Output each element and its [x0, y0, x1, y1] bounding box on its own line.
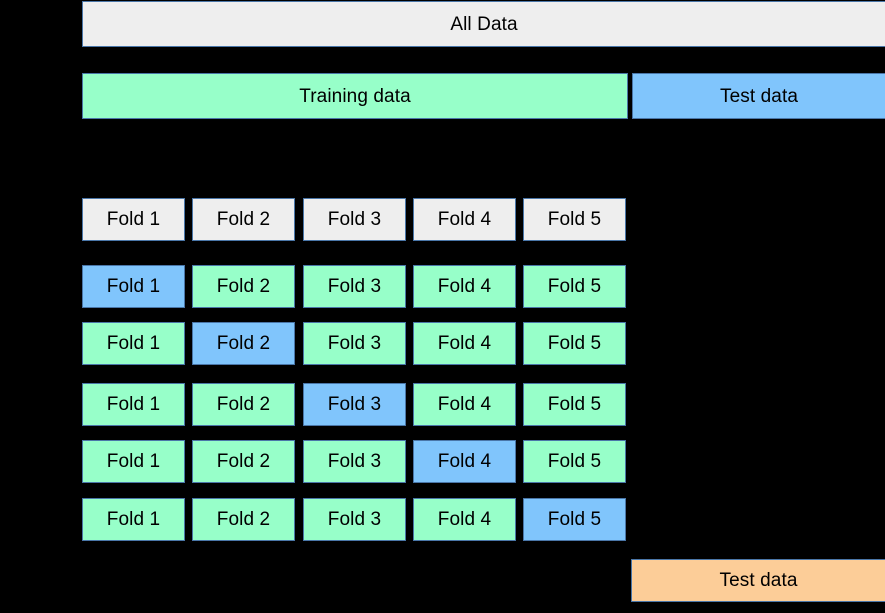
split-3-row-cell-5: Fold 5	[523, 383, 626, 426]
fold-header-cell-5: Fold 5	[523, 198, 626, 241]
split-2-row-cell-4: Fold 4	[413, 322, 516, 365]
split-3-row-cell-2: Fold 2	[192, 383, 295, 426]
fold-header-cell-1: Fold 1	[82, 198, 185, 241]
final-test-data-bar: Test data	[631, 559, 885, 602]
split-3-row-cell-4: Fold 4	[413, 383, 516, 426]
split-2-row-cell-3: Fold 3	[303, 322, 406, 365]
split-2-row-cell-5: Fold 5	[523, 322, 626, 365]
test-data-bar: Test data	[632, 73, 885, 119]
fold-header-cell-2: Fold 2	[192, 198, 295, 241]
split-3-row-cell-1: Fold 1	[82, 383, 185, 426]
split-1-row-cell-2: Fold 2	[192, 265, 295, 308]
split-1-row-cell-1: Fold 1	[82, 265, 185, 308]
split-1-row-cell-4: Fold 4	[413, 265, 516, 308]
split-5-row-cell-3: Fold 3	[303, 498, 406, 541]
split-5-row-cell-2: Fold 2	[192, 498, 295, 541]
split-4-row-cell-3: Fold 3	[303, 440, 406, 483]
split-4-row-cell-4: Fold 4	[413, 440, 516, 483]
split-1-row-cell-5: Fold 5	[523, 265, 626, 308]
training-data-bar: Training data	[82, 73, 628, 119]
split-2-row-cell-2: Fold 2	[192, 322, 295, 365]
split-5-row-cell-5: Fold 5	[523, 498, 626, 541]
split-4-row-cell-5: Fold 5	[523, 440, 626, 483]
split-4-row-cell-2: Fold 2	[192, 440, 295, 483]
split-5-row-cell-1: Fold 1	[82, 498, 185, 541]
split-5-row-cell-4: Fold 4	[413, 498, 516, 541]
fold-header-cell-3: Fold 3	[303, 198, 406, 241]
split-2-row-cell-1: Fold 1	[82, 322, 185, 365]
fold-header-cell-4: Fold 4	[413, 198, 516, 241]
split-4-row-cell-1: Fold 1	[82, 440, 185, 483]
split-3-row-cell-3: Fold 3	[303, 383, 406, 426]
all-data-bar: All Data	[82, 1, 885, 47]
split-1-row-cell-3: Fold 3	[303, 265, 406, 308]
